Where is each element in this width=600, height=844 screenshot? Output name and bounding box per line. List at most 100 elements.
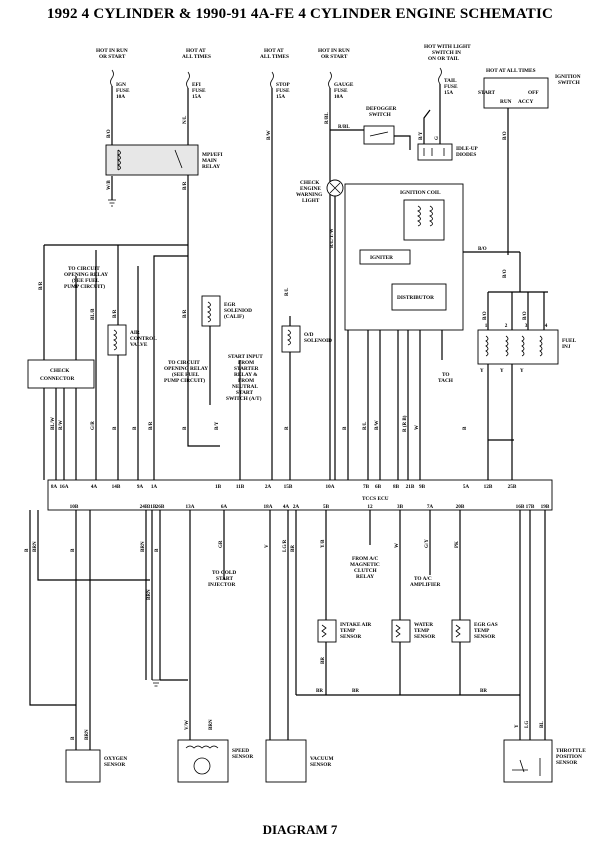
distributor-box: [391, 283, 447, 311]
wire-label: W/B: [107, 180, 112, 190]
pin-label: 17B: [526, 504, 535, 510]
gauge-fuse-label-1: HOT IN RUN: [318, 48, 350, 54]
pin-label: 21B: [406, 484, 415, 490]
main-relay-label-1: MPI/EFI: [202, 152, 223, 158]
wire-label: B/W: [375, 420, 380, 430]
efi-fuse-icon: [186, 71, 190, 89]
ign-off-label: OFF: [528, 90, 539, 96]
diagram-title: 1992 4 CYLINDER & 1990-91 4A-FE 4 CYLIND…: [46, 6, 554, 22]
check-connector-box: [27, 359, 95, 389]
wire-label: B/Y: [419, 131, 424, 140]
pin-label: 26B: [156, 504, 165, 510]
wire-label: B: [155, 548, 160, 552]
wire-label: Y: [480, 369, 484, 374]
gauge-fuse-label-2: OR START: [321, 54, 348, 60]
tail-fuse-label-1: HOT WITH LIGHT: [424, 44, 471, 50]
ac-clutch-label-3: CLUTCH: [354, 568, 378, 574]
pin-label: 3B: [397, 504, 404, 510]
cold-start-label-2: START: [216, 576, 234, 582]
oxygen-label-1: OXYGEN: [104, 756, 127, 762]
wire-label: B: [183, 426, 188, 430]
vacuum-label-2: SENSOR: [310, 762, 331, 768]
vacuum-label-1: VACUUM: [310, 756, 333, 762]
wire-label: Y: [520, 369, 524, 374]
wire-label: W: [395, 543, 400, 548]
water-label-2: TEMP: [414, 628, 430, 634]
ign-fuse-icon: [110, 69, 114, 87]
ac-clutch-label-4: RELAY: [356, 574, 374, 580]
pin-label: 2: [505, 323, 508, 329]
ign-run-label: RUN: [500, 99, 512, 105]
fuses: [110, 67, 442, 89]
wire-label: BL/B: [91, 308, 96, 320]
wire-label: V/W: [185, 720, 190, 730]
wire-label: R/L/Y/W: [330, 228, 335, 248]
pin-label: 5A: [463, 484, 470, 490]
start-input-label-1: START INPUT: [228, 354, 263, 360]
pin-label: 16B: [516, 504, 525, 510]
pin-label: 2A: [265, 484, 272, 490]
check-engine-label-2: ENGINE: [300, 186, 321, 192]
pin-label: 12B: [484, 484, 493, 490]
wire-label: B/O: [478, 247, 487, 252]
od-label-1: O/D: [304, 332, 314, 338]
pin-label: 4A: [283, 504, 290, 510]
wire-label: R (R B): [403, 415, 408, 432]
gauge-fuse-label-4: FUSE: [334, 88, 348, 94]
to-tach-label-1: TO: [442, 372, 450, 378]
ignition-switch-label-1: HOT AT ALL TIMES: [486, 68, 536, 74]
relay-switch-icon: [174, 149, 183, 169]
wire-label: B/R: [183, 181, 188, 190]
ign-fuse-label-5: 10A: [116, 94, 125, 100]
pin-label: 11B: [236, 484, 245, 490]
wire-label: B/O: [503, 269, 508, 278]
idle-up-label-1: IDLE-UP: [456, 146, 479, 152]
pin-label: 10B: [70, 504, 79, 510]
wire-label: BRN: [147, 589, 152, 600]
cor-mid-label-1: TO CIRCUIT: [168, 360, 200, 366]
tail-fuse-icon: [438, 67, 442, 85]
vacuum-sensor-box: [265, 739, 307, 783]
tail-fuse-label-3: ON OR TAIL: [428, 56, 459, 62]
wire-label: BRN: [33, 541, 38, 552]
water-label-1: WATER: [414, 622, 433, 628]
idle-up-label-2: DIODES: [456, 152, 476, 158]
pin-label: 13A: [186, 504, 195, 510]
pin-label: 6A: [221, 504, 228, 510]
main-relay-box: [105, 144, 199, 176]
ign-accy-label: ACCY: [518, 99, 533, 105]
pin-label: 7B: [363, 484, 370, 490]
wire-label: B/O: [107, 129, 112, 138]
throttle-position-sensor-box: [503, 739, 553, 783]
tail-fuse-label-2: SWITCH IN: [432, 50, 461, 56]
tps-label-2: POSITION: [556, 754, 582, 760]
check-connector-label-2: CONNECTOR: [40, 376, 75, 382]
wire-label: R/L: [363, 421, 368, 430]
cor-left-label-1: TO CIRCUIT: [68, 266, 100, 272]
ignition-coil-label: IGNITION COIL: [400, 190, 441, 196]
wire-label: BRN: [85, 729, 90, 740]
air-control-valve-box: [107, 324, 127, 356]
wire-label: G: [435, 136, 440, 140]
start-input-label-5: FROM: [238, 378, 254, 384]
stop-fuse-icon: [270, 71, 274, 89]
wire-label: LG: [525, 721, 530, 728]
stop-fuse-label-4: FUSE: [276, 88, 290, 94]
main-relay-label-3: RELAY: [202, 164, 220, 170]
wire-label: N/L: [183, 115, 188, 124]
egr-label-3: (CALIF): [224, 313, 244, 320]
wire-label: B: [133, 426, 138, 430]
speed-sensor-magnet-icon: [193, 757, 211, 775]
speed-label-1: SPEED: [232, 748, 249, 754]
wire-label: W: [415, 425, 420, 430]
pin-label: 10A: [326, 484, 335, 490]
wire-label: R/W: [59, 420, 64, 430]
wire-color-labels: B/O W/B B/R N/L B/W R/BL R/BL R/L/Y/W B/…: [25, 112, 545, 740]
wire-label: BRN: [141, 541, 146, 552]
tail-fuse-label-5: FUSE: [444, 84, 458, 90]
wire-label: G/Y: [425, 539, 430, 548]
water-temp-sensor-box: [391, 619, 411, 643]
pin-label: 4A: [91, 484, 98, 490]
igniter-box: [359, 249, 411, 265]
pin-label: 14B: [112, 484, 121, 490]
